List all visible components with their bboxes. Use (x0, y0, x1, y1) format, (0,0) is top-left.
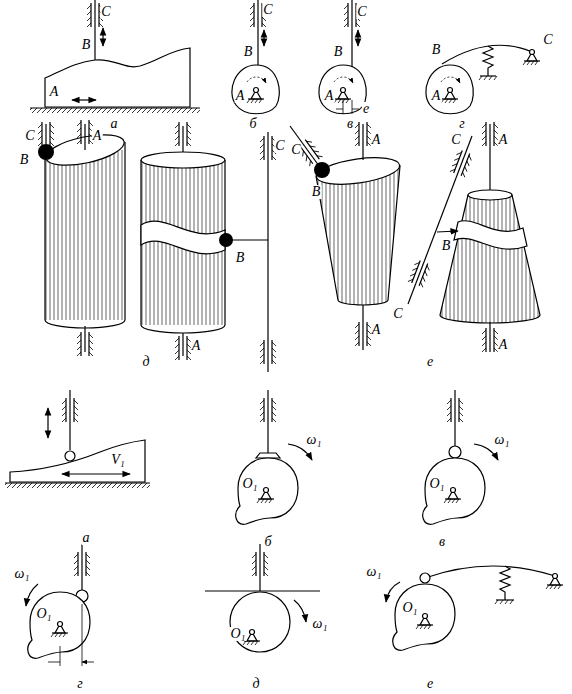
point-label: ω₁ (306, 433, 323, 447)
point-label: A (235, 89, 246, 103)
figure-letter: е (426, 355, 434, 369)
figure-letter: а (82, 531, 91, 545)
point-label: A (498, 133, 509, 147)
point-label: B (311, 185, 322, 199)
point-label: B (81, 38, 92, 52)
point-label: C (24, 129, 35, 143)
point-label: B (333, 45, 344, 59)
point-label: A (371, 133, 382, 147)
figure-letter: д (251, 677, 260, 691)
figure-letter: б (248, 117, 257, 131)
point-label: O₁ (429, 477, 446, 491)
point-label: C (542, 33, 553, 47)
point-label: O₁ (36, 607, 53, 621)
figure-letter: в (438, 535, 446, 549)
point-label: B (243, 45, 254, 59)
point-label: C (392, 307, 403, 321)
figure-letter: г (458, 117, 465, 131)
figure-letter: г (76, 677, 83, 691)
point-label: O₁ (230, 627, 247, 641)
point-label: A (92, 129, 103, 143)
point-label: B (431, 43, 442, 57)
point-label: A (371, 323, 382, 337)
point-label: C (450, 133, 461, 147)
point-label: C (100, 5, 111, 19)
point-label: C (262, 3, 273, 17)
point-label: A (498, 338, 509, 352)
point-label: ω₁ (366, 565, 383, 579)
point-label: A (431, 89, 442, 103)
point-label: A (49, 85, 60, 99)
point-label: e (362, 102, 370, 116)
point-label: C (356, 5, 367, 19)
figure-letter: в (346, 117, 354, 131)
point-label: ω₁ (494, 433, 511, 447)
figure-letter: е (426, 677, 434, 691)
point-label: O₁ (402, 601, 419, 615)
point-label: C (274, 139, 285, 153)
point-label: B (441, 239, 452, 253)
point-label: V₁ (110, 453, 125, 467)
point-label: O₁ (242, 477, 259, 491)
point-label: ω₁ (14, 567, 31, 581)
point-label: B (235, 251, 246, 265)
point-label: A (191, 339, 202, 353)
point-label: A (324, 89, 335, 103)
point-label: ω₁ (312, 617, 329, 631)
figure-letter: а (110, 117, 119, 131)
point-label: C (290, 143, 301, 157)
figure-letter: б (263, 535, 272, 549)
figure-letter: д (141, 355, 150, 369)
point-label: B (19, 153, 30, 167)
